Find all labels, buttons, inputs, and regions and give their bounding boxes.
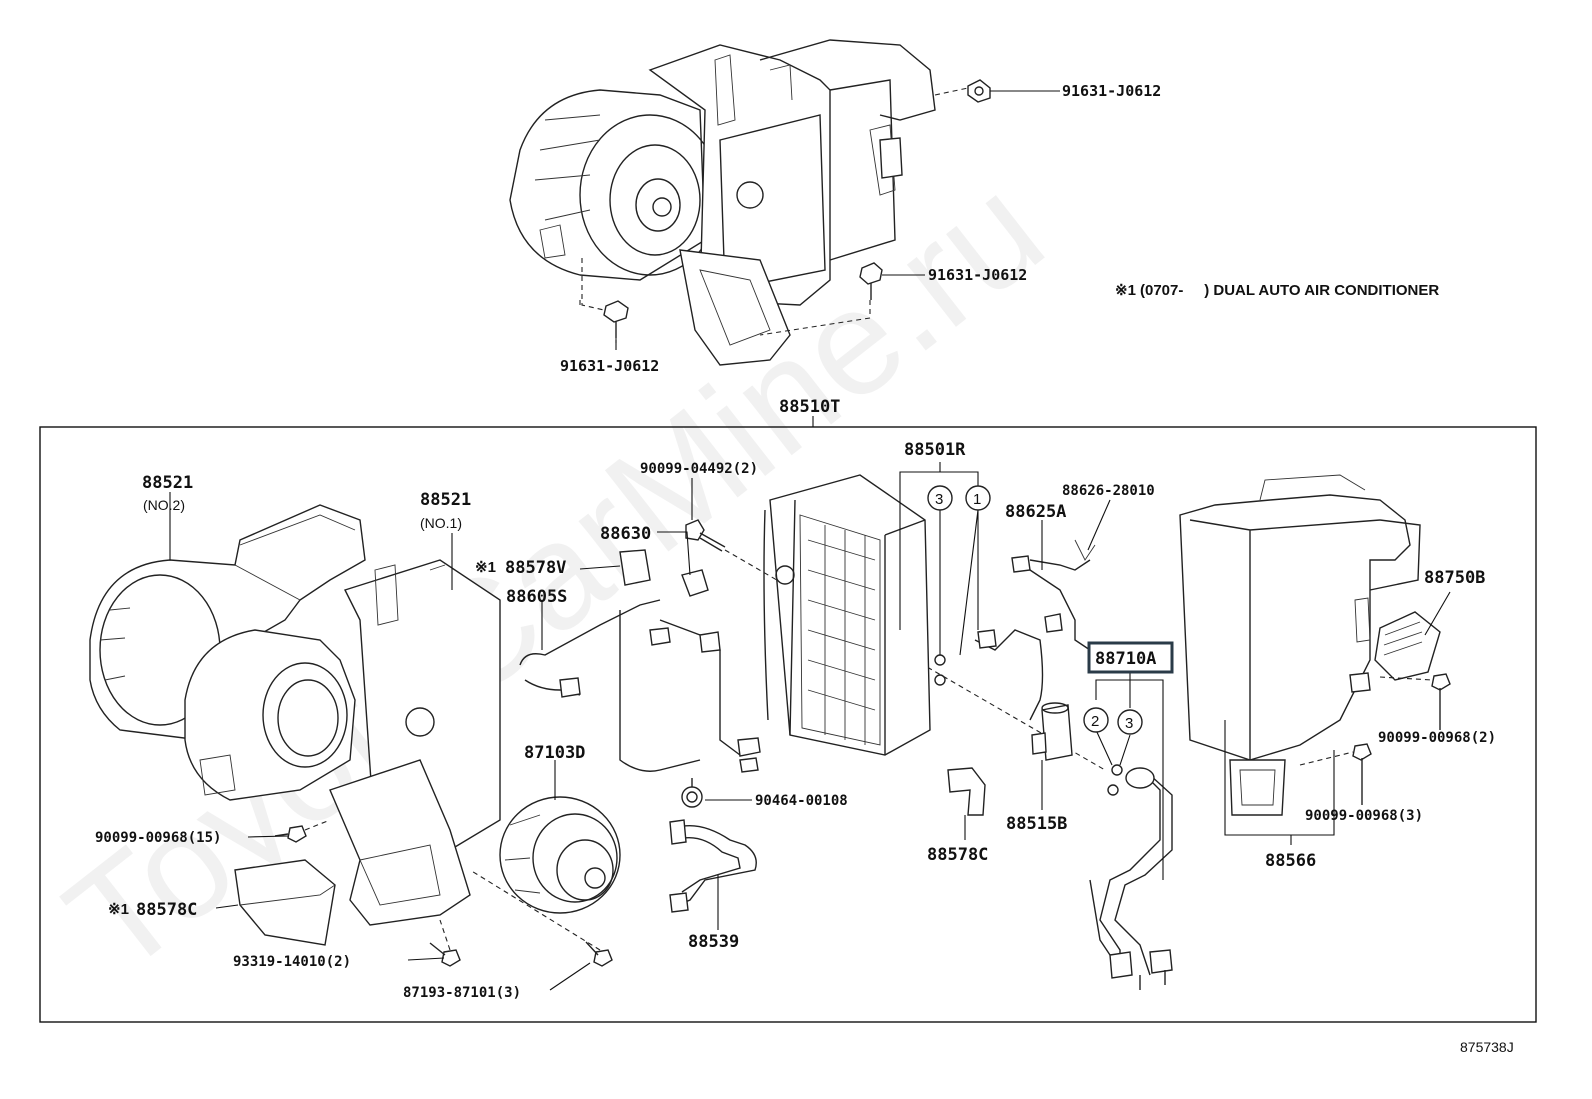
evaporator-88501r (763, 474, 931, 756)
bracket-88578c-right (947, 767, 986, 816)
part-mark-88578v: ※1 (475, 559, 496, 576)
part-label-87103d: 87103D (524, 743, 585, 763)
callout-3-number: 3 (935, 491, 943, 508)
callout-1: 1 (965, 485, 991, 511)
bolt-icon (967, 79, 991, 103)
part-mark-88578c: ※1 (108, 901, 129, 918)
clamp-90464-00108 (681, 778, 703, 808)
o-ring-icon (1107, 784, 1119, 796)
callout-3: 3 (1117, 709, 1143, 735)
clip-88578v (619, 549, 651, 586)
part-label-88521-no2: 88521 (142, 473, 193, 493)
actuator-88750b (1374, 611, 1441, 681)
part-label-88578c-right: 88578C (927, 845, 988, 865)
part-sublabel-no1: (NO.1) (420, 515, 462, 531)
screw-icon (429, 942, 461, 967)
connector-88630 (681, 569, 709, 597)
bracket-88578c-left (234, 859, 336, 946)
part-label-91631-j0612: 91631-J0612 (928, 266, 1027, 284)
blower-case-no1 (184, 559, 501, 926)
part-label-88501r: 88501R (904, 440, 966, 460)
callout-1-number: 1 (973, 491, 981, 508)
hose-88539 (669, 819, 757, 913)
note-mark: ※1 (1115, 282, 1136, 299)
sensor-88625a (1029, 569, 1091, 651)
part-label-90099-00968-15: 90099-00968(15) (95, 830, 221, 846)
part-label-88521-no1: 88521 (420, 490, 471, 510)
bolt-icon (603, 300, 629, 338)
part-label-91631-j0612: 91631-J0612 (1062, 82, 1161, 100)
assembly-frame (39, 426, 1537, 1023)
part-label-90464-00108: 90464-00108 (755, 793, 848, 809)
part-label-93319-14010: 93319-14010(2) (233, 954, 351, 970)
blower-motor-87103d (499, 796, 621, 914)
o-ring-icon (1111, 764, 1123, 776)
part-sublabel-no2: (NO.2) (143, 497, 185, 513)
part-label-90099-00968-2: 90099-00968(2) (1378, 730, 1496, 746)
part-label-88539: 88539 (688, 932, 739, 952)
o-ring-icon (934, 674, 946, 686)
screw-icon (1431, 673, 1451, 730)
expansion-valve-88515b (1031, 702, 1073, 761)
screw-icon (585, 941, 613, 967)
part-label-90099-04492: 90099-04492(2) (640, 461, 758, 477)
o-ring-icon (934, 654, 946, 666)
wire-to-valve (974, 629, 1044, 721)
part-label-88750b: 88750B (1424, 568, 1485, 588)
part-label-88626-28010: 88626-28010 (1062, 483, 1155, 499)
screw-icon (274, 825, 307, 843)
part-label-90099-00968-3: 90099-00968(3) (1305, 808, 1423, 824)
part-label-88710a: 88710A (1095, 649, 1156, 669)
highlight-box (1087, 641, 1174, 674)
callout-2: 2 (1083, 707, 1109, 733)
wire-harness-88605s (519, 599, 761, 773)
blower-case-no2 (89, 504, 366, 741)
bolt-icon (859, 262, 883, 300)
note-text: (0707- ) DUAL AUTO AIR CONDITIONER (1140, 282, 1439, 299)
top-blower-unit (509, 39, 936, 366)
part-label-87193-87101: 87193-87101(3) (403, 985, 521, 1001)
part-label-88566: 88566 (1265, 851, 1316, 871)
part-label-88578v: 88578V (505, 558, 566, 578)
callout-2-number: 2 (1091, 713, 1099, 730)
assembly-label: 88510T (779, 397, 840, 417)
case-88566 (1179, 474, 1421, 816)
part-label-88578c-left: 88578C (136, 900, 197, 920)
part-label-88625a: 88625A (1005, 502, 1066, 522)
callout-3: 3 (927, 485, 953, 511)
part-label-88515b: 88515B (1006, 814, 1067, 834)
diagram-id: 875738J (1460, 1039, 1514, 1055)
screw-90099-04492 (685, 519, 726, 552)
part-label-88630: 88630 (600, 524, 651, 544)
part-label-88605s: 88605S (506, 587, 567, 607)
thermistor-88626-28010 (1011, 539, 1096, 573)
pipe-assembly (1089, 767, 1173, 990)
screw-icon (1352, 743, 1372, 805)
callout-3-number: 3 (1125, 715, 1133, 732)
part-label-91631-j0612: 91631-J0612 (560, 357, 659, 375)
